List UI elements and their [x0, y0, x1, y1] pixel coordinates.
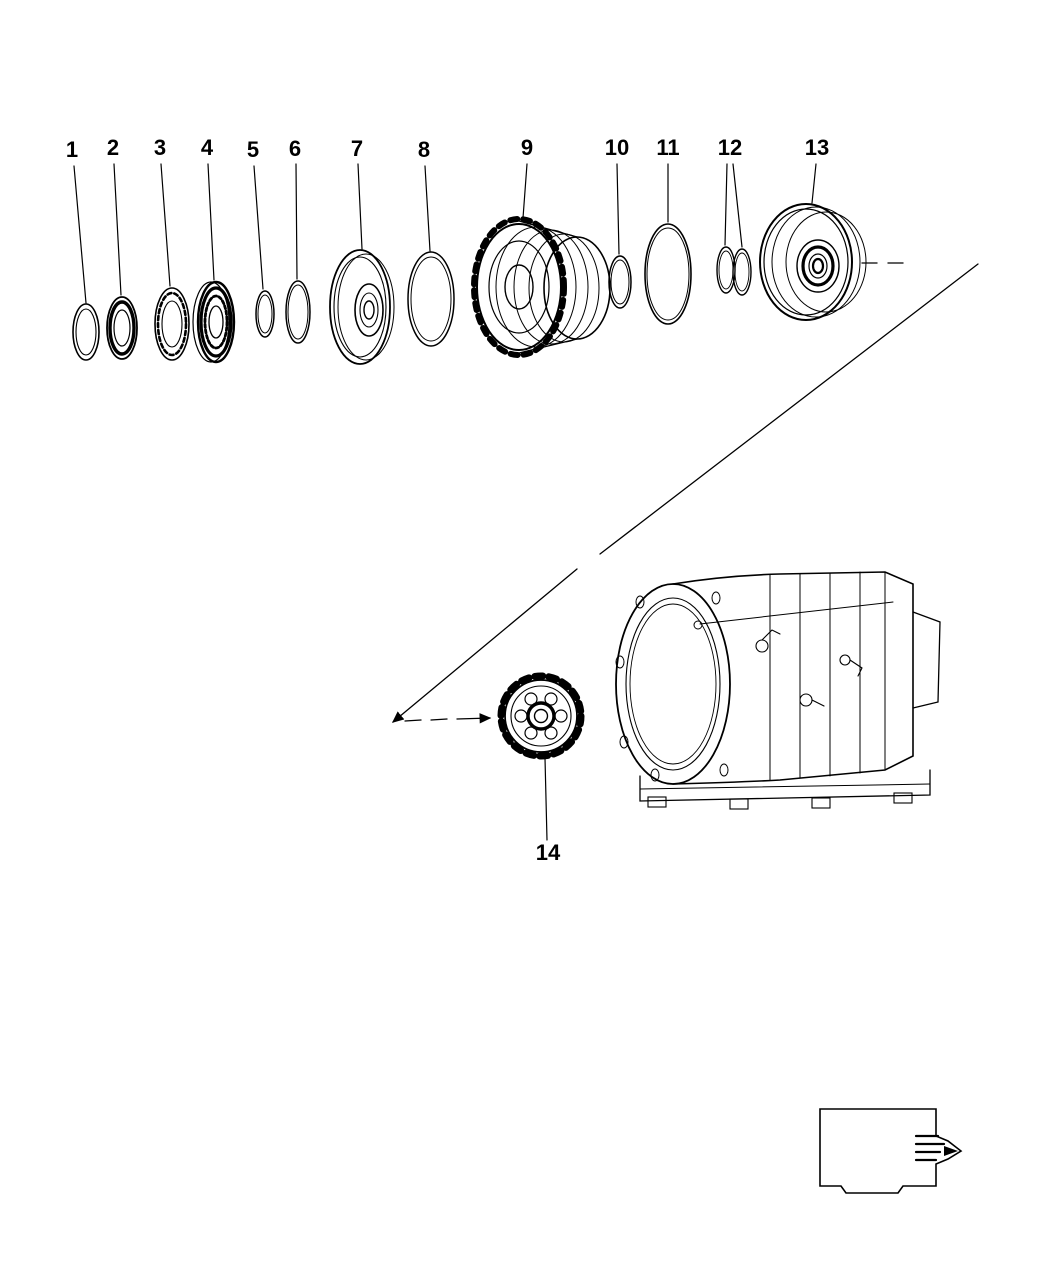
callout-label-9: 9	[521, 135, 533, 160]
part-4-clutch-disc-pack-drawing	[192, 280, 236, 364]
thumbnail-pointer-arrow-icon	[944, 1146, 958, 1156]
callout-label-6: 6	[289, 136, 301, 161]
callout-label-1: 1	[66, 137, 78, 162]
leader-line-12b	[732, 163, 743, 248]
part-14-driven-gear-drawing	[497, 672, 585, 760]
leader-line-12a	[724, 163, 728, 246]
part-9-clutch-drum-drawing	[471, 216, 611, 358]
reference-arrow-to-part-14	[456, 713, 492, 724]
reference-dash-4	[430, 718, 448, 721]
callout-label-13: 13	[805, 135, 829, 160]
part-6-ring-drawing	[285, 280, 311, 344]
callout-label-12: 12	[718, 135, 742, 160]
part-3-wave-plate-drawing	[154, 287, 190, 361]
callout-label-3: 3	[154, 135, 166, 160]
part-2-bearing-drawing	[106, 296, 138, 360]
callout-label-5: 5	[247, 137, 259, 162]
callout-labels: 1 2 3 4 5 6 7 8 9 10 11 12 13 14	[66, 135, 829, 865]
transmission-thumbnail-drawing	[819, 1108, 963, 1194]
callout-label-2: 2	[107, 135, 119, 160]
part-13-clutch-retainer-assembly-drawing	[759, 203, 867, 321]
leader-line-5	[253, 165, 264, 290]
leader-line-13	[811, 163, 817, 204]
leader-line-2	[113, 163, 122, 296]
reference-diagonal-upper	[599, 263, 979, 555]
leader-line-7	[357, 163, 363, 250]
part-12-ring-pair-drawing	[716, 246, 752, 296]
part-10-snap-ring-drawing	[608, 255, 632, 309]
callout-label-7: 7	[351, 136, 363, 161]
leader-line-1	[73, 165, 87, 304]
callout-label-11: 11	[656, 135, 679, 160]
part-7-clutch-piston-retainer-drawing	[329, 249, 395, 365]
part-11-clutch-plate-ring-drawing	[644, 223, 692, 325]
leader-lines	[73, 163, 817, 841]
leader-line-10	[616, 163, 620, 255]
leader-line-8	[424, 165, 431, 252]
leader-line-3	[160, 163, 171, 287]
reference-lines	[392, 262, 979, 724]
transmission-case-drawing	[615, 571, 941, 810]
leader-line-6	[295, 163, 298, 280]
leader-line-9	[522, 163, 528, 219]
callout-label-14: 14	[536, 840, 561, 865]
callout-label-4: 4	[201, 135, 214, 160]
leader-line-14	[544, 757, 548, 841]
part-8-snap-ring-large-drawing	[407, 251, 455, 347]
part-1-seal-ring-drawing	[72, 303, 100, 361]
leader-line-4	[207, 163, 215, 281]
callout-label-8: 8	[418, 137, 430, 162]
reference-diagonal-lower	[392, 568, 578, 723]
part-5-snap-ring-drawing	[255, 290, 275, 338]
reference-dash-3	[404, 719, 422, 722]
callout-label-10: 10	[605, 135, 629, 160]
